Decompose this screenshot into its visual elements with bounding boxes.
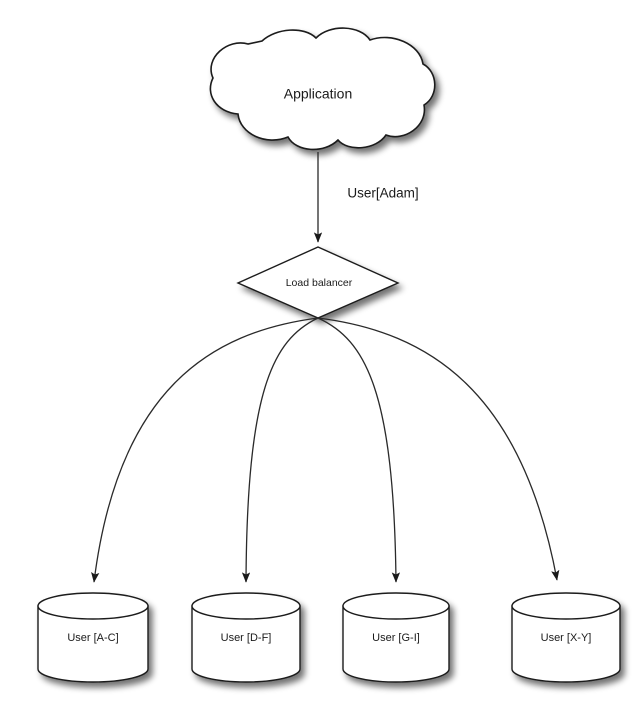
db-x-y-label: User [X-Y] <box>541 632 592 644</box>
db-g-i-body <box>342 605 450 683</box>
db-d-f-label: User [D-F] <box>221 632 272 644</box>
edge-lb-to-db-2-line <box>241 317 319 583</box>
edge-lb-to-db-1-line <box>91 317 319 583</box>
db-a-c-body <box>37 605 149 683</box>
edge-lb-to-db-3[interactable] <box>317 317 401 583</box>
db-g-i-node[interactable]: User [G-I] <box>342 592 450 683</box>
db-d-f-top <box>191 592 301 620</box>
db-d-f-body <box>191 605 301 683</box>
db-g-i-label: User [G-I] <box>372 632 420 644</box>
edge-lb-to-db-2[interactable] <box>241 317 319 583</box>
db-g-i-top <box>342 592 450 620</box>
db-a-c-top <box>37 592 149 620</box>
load-balancer-node[interactable]: Load balancer <box>236 246 400 319</box>
db-x-y-top <box>511 592 621 620</box>
db-a-c-node[interactable]: User [A-C] <box>37 592 149 683</box>
application-cloud-node[interactable]: Application <box>209 27 436 151</box>
db-x-y-body <box>511 605 621 683</box>
edge-app-to-lb-label: User[Adam] <box>347 186 418 201</box>
edge-lb-to-db-4-line <box>317 317 560 581</box>
cloud-shape <box>209 27 436 151</box>
db-x-y-node[interactable]: User [X-Y] <box>511 592 621 683</box>
edge-lb-to-db-1[interactable] <box>91 317 319 583</box>
edge-lb-to-db-3-line <box>317 317 401 583</box>
edge-app-to-lb[interactable]: User[Adam] <box>313 152 419 243</box>
application-cloud-label: Application <box>284 86 353 102</box>
db-a-c-label: User [A-C] <box>67 632 118 644</box>
edge-lb-to-db-4[interactable] <box>317 317 560 581</box>
db-d-f-node[interactable]: User [D-F] <box>191 592 301 683</box>
load-balancer-label: Load balancer <box>286 277 353 289</box>
